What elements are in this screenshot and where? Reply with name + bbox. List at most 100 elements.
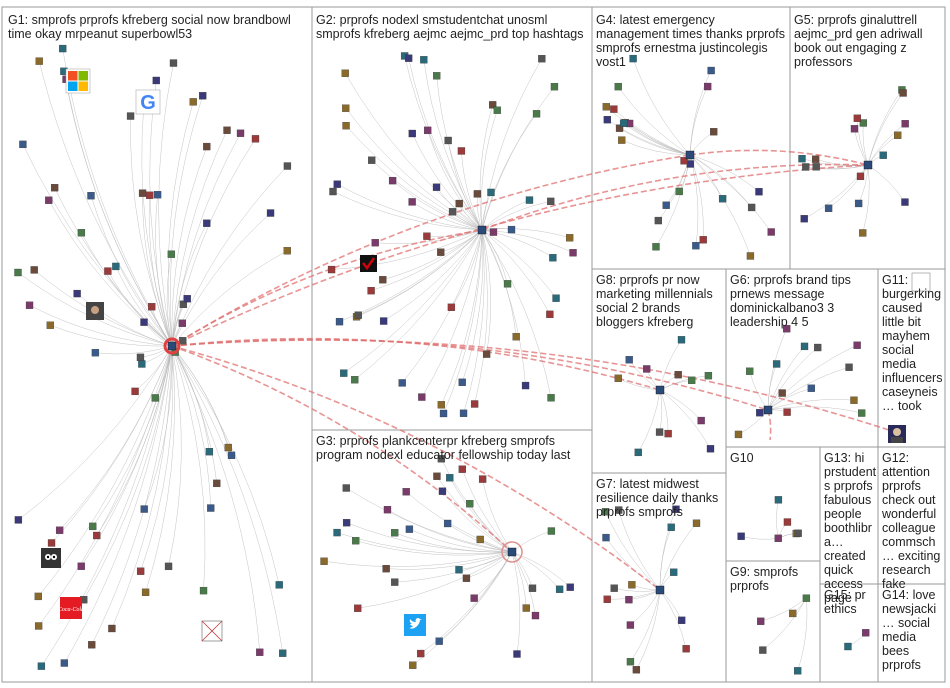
node-g3-17 [433, 473, 440, 480]
node-g7-7 [602, 534, 609, 541]
node-g2-22 [449, 208, 456, 215]
node-g1-54 [200, 587, 207, 594]
node-g4-12 [603, 103, 610, 110]
node-g1-69 [15, 516, 22, 523]
node-g4-21 [618, 137, 625, 144]
node-g1-20 [112, 263, 119, 270]
node-g1-63 [78, 229, 85, 236]
node-g9-1 [757, 618, 764, 625]
edge [619, 510, 660, 590]
node-g1-47 [38, 663, 45, 670]
node-g2-28 [372, 239, 379, 246]
node-g1-49 [179, 337, 186, 344]
node-g1-42 [74, 290, 81, 297]
node-g1-46 [179, 320, 186, 327]
node-g13-0 [862, 629, 869, 636]
node-g3-7 [406, 526, 413, 533]
node-g7-14 [604, 596, 611, 603]
highlight-edge [172, 230, 482, 346]
node-g1-11 [279, 650, 286, 657]
node-g1-18 [168, 251, 175, 258]
node-g1-59 [252, 135, 259, 142]
hub-node-g6 [764, 406, 772, 414]
node-g1-0 [152, 394, 159, 401]
node-g7-1 [627, 622, 634, 629]
edge [346, 108, 482, 230]
edge [172, 133, 241, 346]
node-g7-12 [628, 581, 635, 588]
verizon-logo [360, 255, 377, 272]
highlight-edge [172, 340, 895, 432]
node-g1-44 [88, 641, 95, 648]
node-g1-71 [108, 625, 115, 632]
edge [763, 598, 807, 650]
hub-node-g2 [478, 226, 486, 234]
node-g1-23 [146, 192, 153, 199]
node-g3-27 [466, 500, 473, 507]
node-g2-36 [533, 110, 540, 117]
node-g8-7 [626, 356, 633, 363]
node-g5-4 [813, 163, 820, 170]
node-g1-52 [19, 141, 26, 148]
node-g2-38 [549, 254, 556, 261]
node-g3-19 [384, 506, 391, 513]
node-g1-64 [237, 130, 244, 137]
node-g3-28 [471, 595, 478, 602]
highlight-edge [768, 410, 771, 440]
group-title-g3: G3: prprofs plankcenterpr kfreberg smpro… [316, 434, 588, 462]
node-g8-6 [707, 445, 714, 452]
node-g8-4 [656, 429, 663, 436]
node-g2-40 [445, 137, 452, 144]
node-g2-27 [494, 107, 501, 114]
node-g1-26 [51, 184, 58, 191]
node-g3-15 [513, 651, 520, 658]
edge [95, 346, 172, 354]
node-g2-57 [343, 122, 350, 129]
edge [738, 410, 768, 434]
node-g3-11 [455, 566, 462, 573]
group-title-g11: G11: burgerking caused little bit mayhem… [882, 273, 944, 413]
node-g2-58 [355, 312, 362, 319]
node-g3-29 [446, 474, 453, 481]
node-g1-29 [206, 448, 213, 455]
node-g3-30 [321, 558, 328, 565]
edge [868, 165, 905, 202]
group-title-g8: G8: prprofs pr now marketing millennials… [596, 273, 722, 329]
edge [776, 500, 778, 538]
node-g2-42 [405, 55, 412, 62]
node-g3-3 [523, 605, 530, 612]
node-g4-18 [615, 83, 622, 90]
node-g1-65 [59, 45, 66, 52]
node-g1-36 [89, 523, 96, 530]
group-title-g10: G10 [730, 451, 818, 465]
node-g10-0 [775, 535, 782, 542]
highlight-edge [690, 150, 868, 165]
node-g3-1 [403, 488, 410, 495]
edge [614, 109, 690, 155]
node-g2-9 [351, 376, 358, 383]
node-g10-4 [784, 519, 791, 526]
node-g1-35 [224, 127, 231, 134]
node-g2-14 [448, 304, 455, 311]
node-g3-0 [391, 529, 398, 536]
edge [690, 155, 703, 240]
hub-node-g1 [168, 342, 176, 350]
node-g5-6 [901, 199, 908, 206]
node-g2-4 [368, 157, 375, 164]
edge [482, 59, 542, 230]
node-g6-13 [814, 344, 821, 351]
group-title-g2: G2: prprofs nodexl smstudentchat unosml … [316, 13, 588, 41]
edge [344, 230, 482, 373]
node-g3-24 [439, 488, 446, 495]
edge [480, 105, 493, 230]
edge [18, 346, 172, 520]
node-g1-15 [203, 220, 210, 227]
node-g2-16 [460, 410, 467, 417]
node-g3-9 [352, 537, 359, 544]
node-g4-9 [652, 243, 659, 250]
node-g3-14 [417, 650, 424, 657]
node-g13-1 [844, 643, 851, 650]
node-g3-20 [334, 529, 341, 536]
node-g2-18 [433, 72, 440, 79]
edge [172, 346, 260, 652]
